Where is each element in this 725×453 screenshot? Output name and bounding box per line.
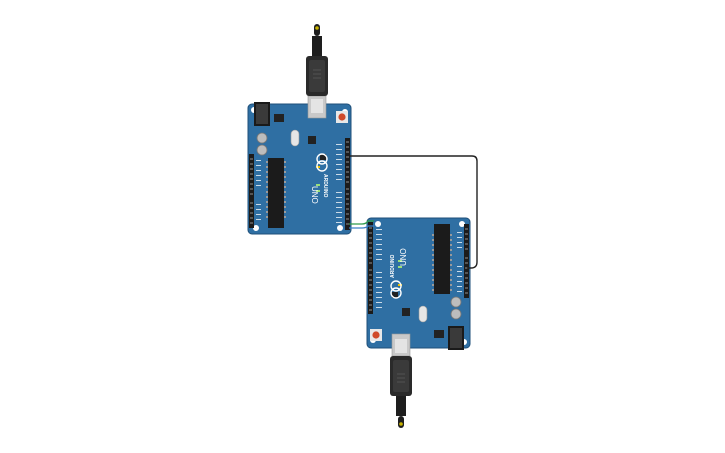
board-model-text: UNO <box>399 248 408 266</box>
gnd-wire[interactable] <box>350 155 478 269</box>
board-logo-text: ARDUINO <box>322 174 328 197</box>
arduino-infinity-icon <box>390 287 402 299</box>
arduino-infinity-icon <box>316 160 328 172</box>
board-logo-text: ARDUINO <box>390 255 396 278</box>
arduino-uno-board-bottom[interactable]: ARDUINO UNO <box>366 217 471 351</box>
usb-cable-bottom[interactable] <box>389 333 413 429</box>
arduino-uno-board-top[interactable]: ARDUINO UNO <box>247 101 352 235</box>
arduino-infinity-icon <box>390 280 402 292</box>
tx-rx-wire[interactable] <box>349 220 374 225</box>
board-model-text: UNO <box>310 186 319 204</box>
arduino-infinity-icon <box>316 153 328 165</box>
usb-cable-top[interactable] <box>305 23 329 119</box>
rx-tx-wire[interactable] <box>349 225 374 229</box>
